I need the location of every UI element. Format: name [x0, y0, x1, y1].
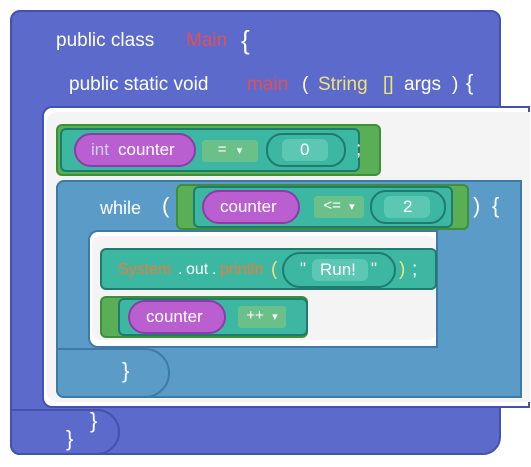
condition-value: 2	[403, 197, 413, 216]
variable-pill-counter[interactable]	[202, 190, 300, 224]
method-open-brace: {	[466, 70, 474, 95]
dot-1: .	[178, 261, 183, 278]
method-close-paren: )	[452, 74, 459, 95]
class-name[interactable]: Main	[186, 30, 228, 51]
declared-variable-name: counter	[118, 140, 175, 159]
class-keywords: public class	[56, 30, 155, 51]
class-block-footer	[10, 409, 120, 455]
method-open-paren: (	[302, 74, 309, 95]
while-open-brace: {	[492, 193, 500, 218]
chevron-down-icon: ▾	[236, 145, 243, 157]
class-open-brace: {	[241, 25, 250, 55]
variable-pill-int-counter[interactable]	[74, 133, 196, 167]
value-field-0[interactable]	[282, 139, 328, 161]
operator-dropdown-lte[interactable]: <= ▾	[314, 196, 364, 218]
method-keywords: public static void	[69, 74, 209, 95]
operator-dropdown-assign[interactable]: = ▾	[202, 140, 258, 162]
quote-close: "	[371, 259, 378, 278]
println-semicolon: ;	[412, 259, 418, 280]
while-open-paren: (	[162, 193, 170, 218]
chevron-down-icon: ▾	[272, 311, 278, 323]
method-close-brace: }	[90, 408, 98, 433]
dot-2: .	[212, 261, 217, 278]
println-close-paren: )	[399, 259, 406, 280]
param-brackets: []	[383, 74, 394, 95]
method-name[interactable]: main	[247, 74, 289, 95]
param-name[interactable]: args	[404, 74, 441, 95]
quote-open: "	[300, 259, 307, 278]
declared-value: 0	[300, 140, 310, 159]
while-loop-footer	[56, 348, 170, 398]
increment-variable-name: counter	[146, 307, 203, 326]
chevron-down-icon: ▾	[349, 201, 355, 213]
condition-variable-name: counter	[220, 197, 277, 216]
println-open-paren: (	[271, 259, 278, 280]
operator-lte: <=	[323, 197, 341, 214]
println-method: println	[220, 261, 264, 278]
system-class: System	[118, 261, 172, 278]
class-close-brace: }	[66, 426, 74, 451]
while-close-paren: )	[473, 193, 481, 218]
declaration-semicolon: ;	[356, 139, 362, 160]
string-text-field[interactable]	[312, 259, 368, 281]
while-keyword: while	[100, 198, 142, 218]
variable-pill-counter-increment[interactable]	[128, 300, 226, 334]
param-type[interactable]: String	[318, 74, 368, 95]
while-close-brace: }	[122, 358, 130, 383]
operator-assign: =	[217, 141, 227, 158]
out-field: out	[186, 261, 209, 278]
operator-increment: ++	[246, 307, 264, 324]
type-int: int	[91, 140, 109, 159]
string-text: Run!	[320, 260, 356, 279]
operator-dropdown-increment[interactable]: ++ ▾	[238, 306, 286, 328]
value-field-2[interactable]	[384, 196, 430, 218]
